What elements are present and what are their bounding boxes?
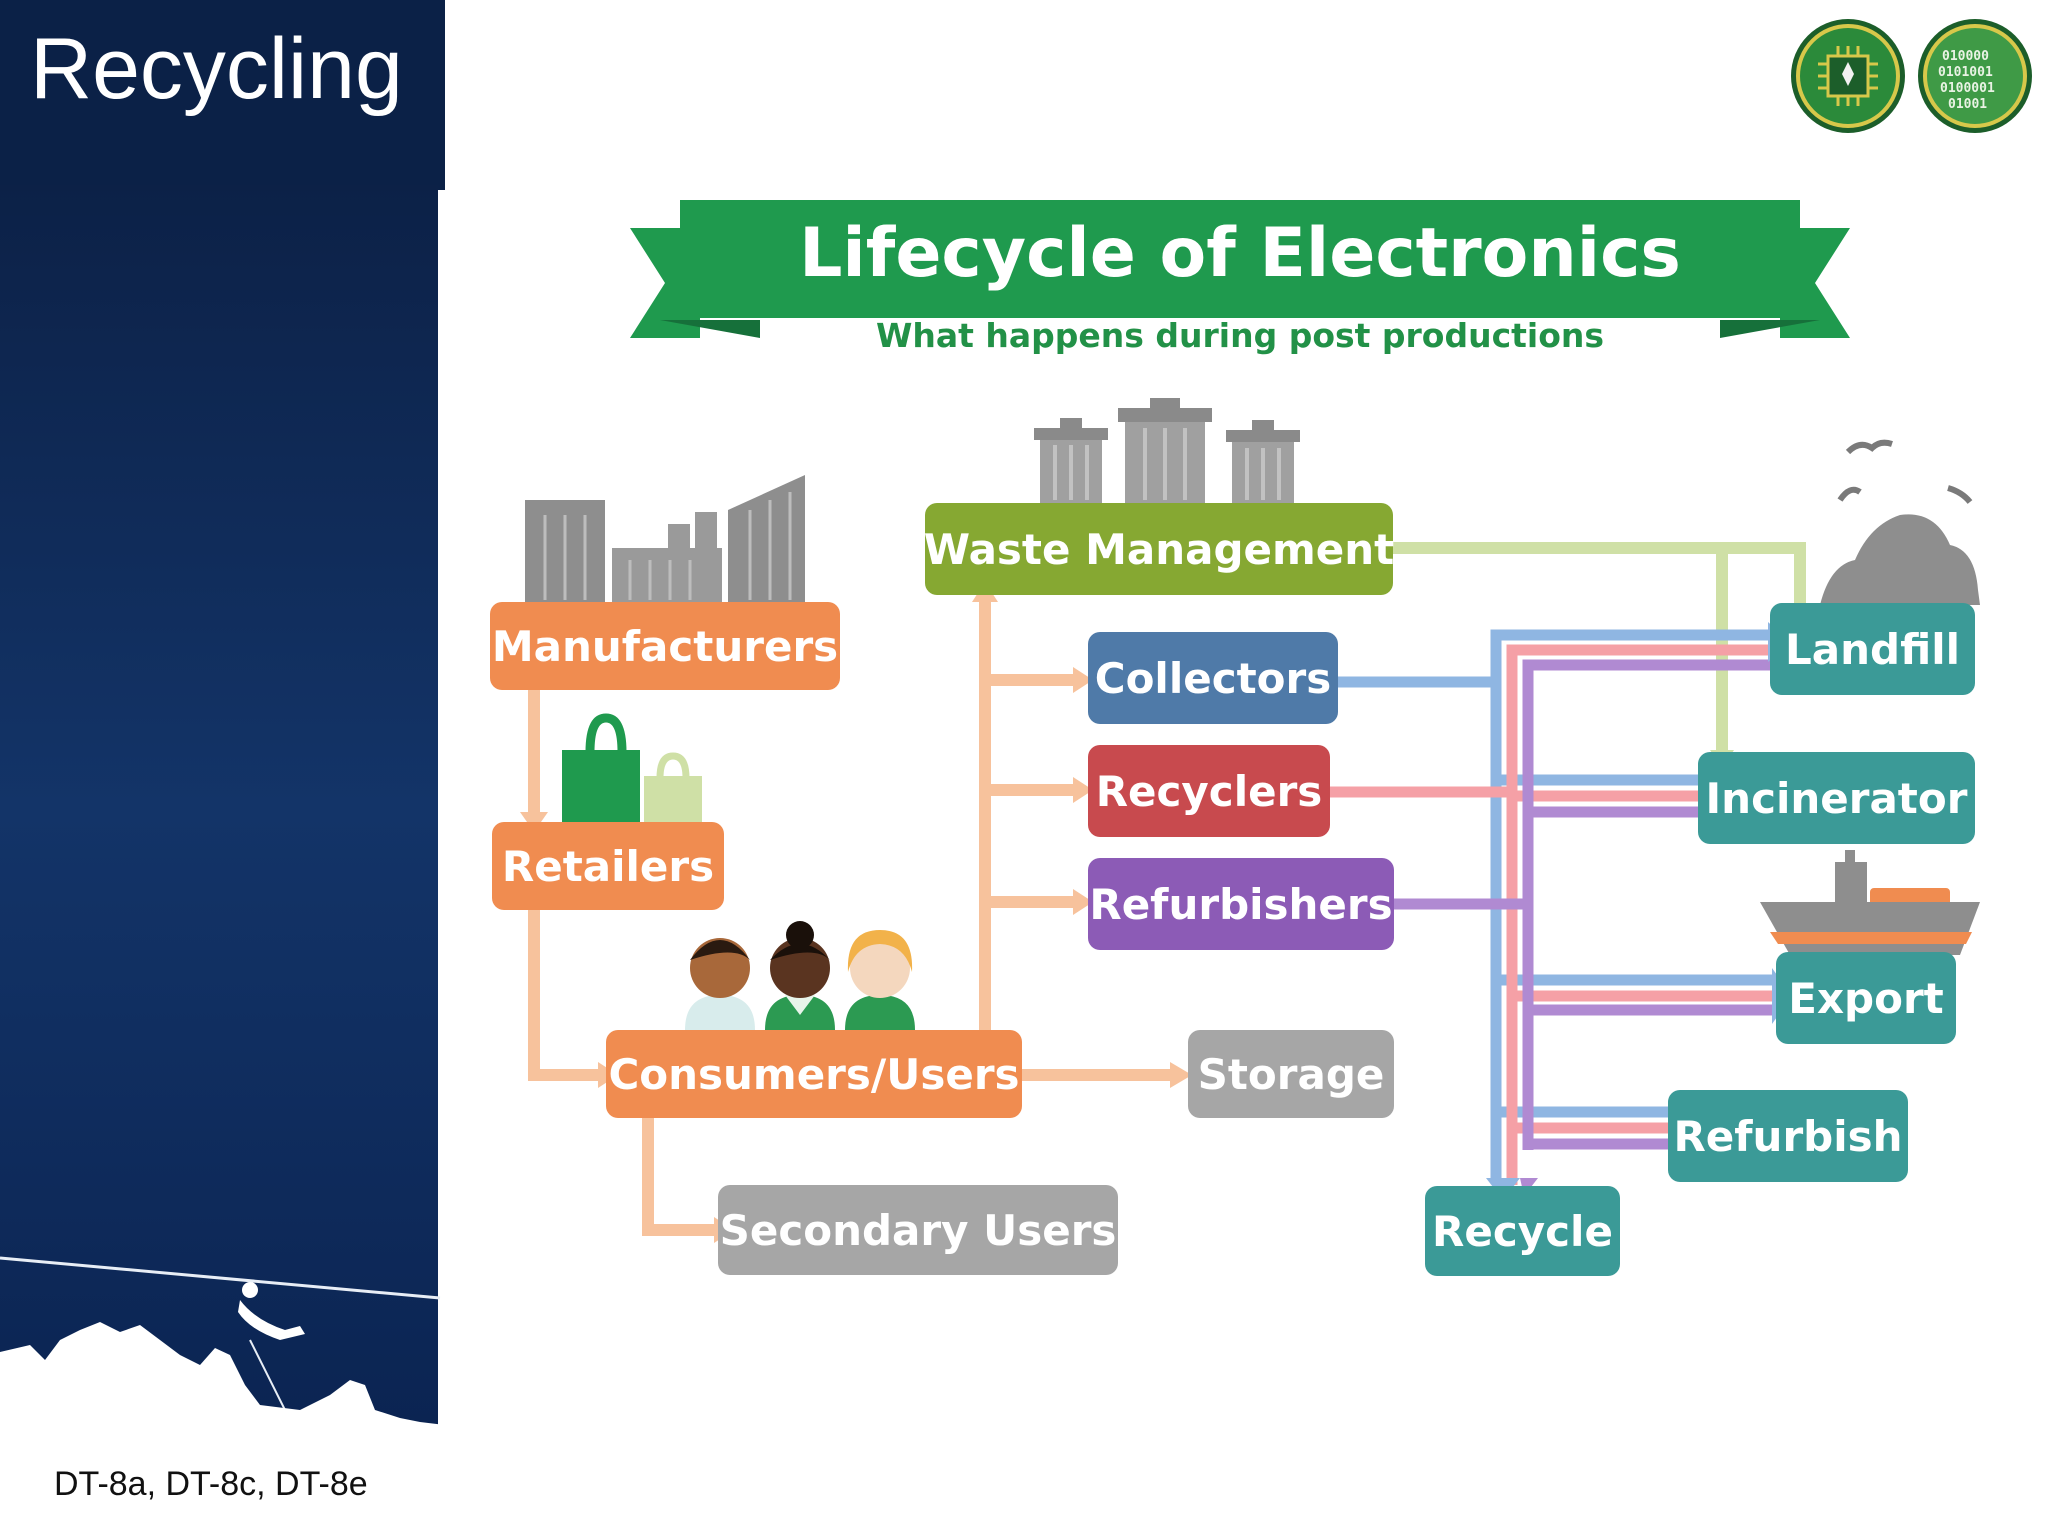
mountain-silhouette (0, 1322, 445, 1430)
node-landfill: Landfill (1770, 603, 1975, 695)
node-consumers-users: Consumers/Users (606, 1030, 1022, 1118)
node-storage: Storage (1188, 1030, 1394, 1118)
svg-text:0100001: 0100001 (1940, 81, 1995, 96)
cargo-ship-icon (1760, 850, 1980, 955)
sidebar-panel: Recycling (0, 0, 445, 1430)
node-collectors: Collectors (1088, 632, 1338, 724)
svg-text:010000: 010000 (1942, 49, 1989, 64)
consumer-flow-connectors (528, 600, 1172, 1236)
sidebar-background (0, 0, 445, 1430)
factory-icon (525, 475, 805, 605)
birds-icon (1837, 439, 1973, 504)
slide-title: Recycling (30, 21, 403, 117)
node-refurbish: Refurbish (1668, 1090, 1908, 1182)
zipline-icon (0, 1256, 441, 1421)
node-retailers: Retailers (492, 822, 724, 910)
binary-badge-icon: 010000 0101001 0100001 01001 (1918, 19, 2032, 133)
shopping-bags-icon (562, 713, 702, 822)
badges: 010000 0101001 0100001 01001 (1791, 19, 2032, 133)
node-recyclers: Recyclers (1088, 745, 1330, 837)
people-icon (685, 921, 915, 1030)
node-secondary-users: Secondary Users (718, 1185, 1118, 1275)
distribution-connectors (1328, 629, 1774, 1185)
node-manufacturers: Manufacturers (490, 602, 840, 690)
diagram-subtitle: What happens during post productions (875, 316, 1605, 355)
node-incinerator: Incinerator (1698, 752, 1975, 844)
node-recycle: Recycle (1425, 1186, 1620, 1276)
merit-badge-icon (1791, 19, 1905, 133)
diagram-title: Lifecycle of Electronics (799, 214, 1681, 293)
node-waste-management: Waste Management (924, 503, 1394, 595)
node-refurbishers: Refurbishers (1088, 858, 1394, 950)
svg-text:01001: 01001 (1948, 97, 1987, 112)
svg-text:0101001: 0101001 (1938, 65, 1993, 80)
landfill-mound-icon (1820, 514, 1980, 605)
trash-cans-icon (1034, 398, 1300, 504)
node-export: Export (1776, 952, 1956, 1044)
title-banner (630, 200, 1850, 338)
footer-requirement-codes: DT-8a, DT-8c, DT-8e (54, 1465, 368, 1503)
